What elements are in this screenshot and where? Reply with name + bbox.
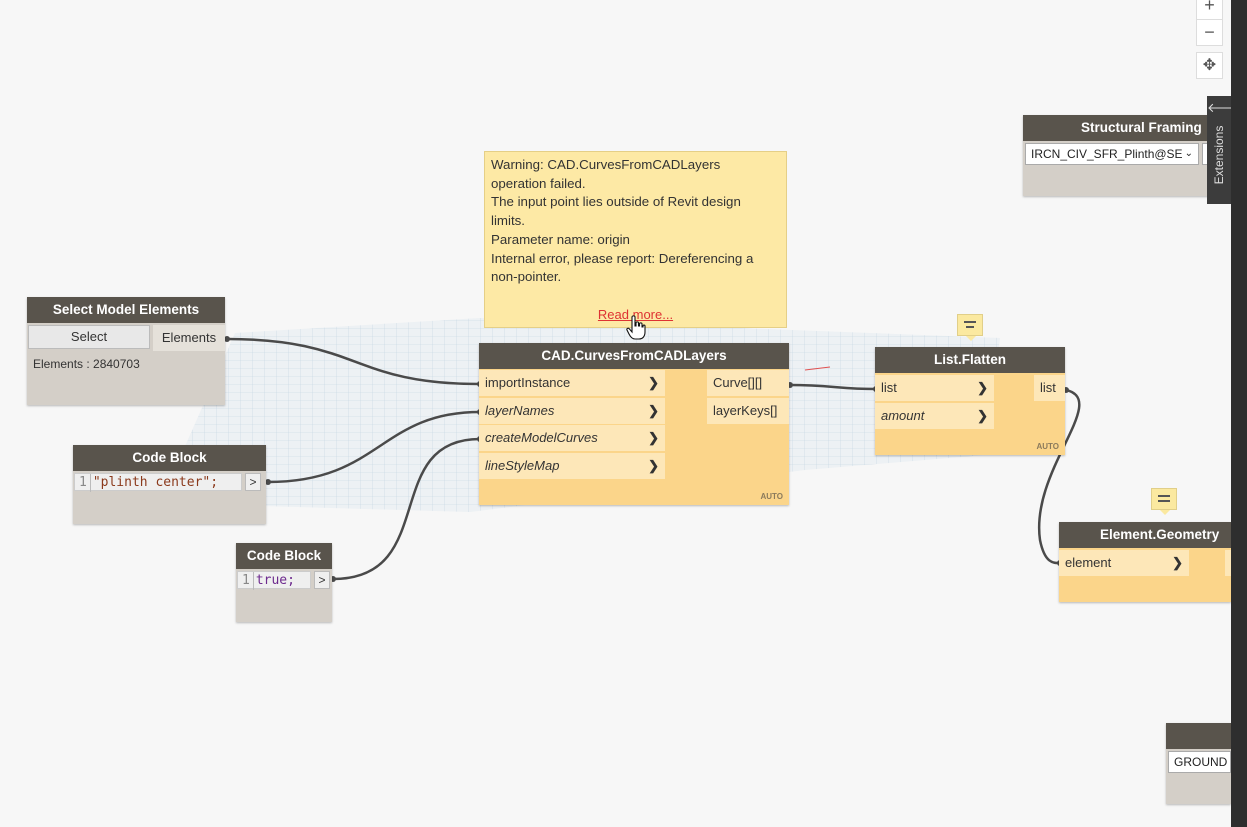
hand-cursor-icon [626, 315, 646, 340]
port-label: list [881, 380, 897, 395]
code-block-node-1[interactable]: Code Block 1"plinth center"; > [73, 445, 266, 524]
node-title: Select Model Elements [27, 297, 225, 323]
wire-codeblock-to-createcurves [332, 437, 481, 581]
zoom-in-button[interactable]: + [1196, 0, 1223, 19]
window-edge [1231, 0, 1247, 827]
read-more-link[interactable]: Read more... [597, 307, 674, 322]
extensions-tab[interactable]: 🡐 Extensions [1207, 96, 1242, 204]
chevron-right-icon: ❯ [977, 408, 988, 423]
chevron-right-icon: ❯ [648, 375, 659, 390]
output-port-elements[interactable]: Elements [153, 325, 225, 351]
cad-curves-from-cad-layers-node[interactable]: CAD.CurvesFromCADLayers importInstance❯ … [479, 343, 789, 505]
output-port[interactable]: > [314, 571, 330, 589]
node-title: Code Block [236, 543, 332, 569]
input-port-element[interactable]: element ❯ [1059, 550, 1189, 576]
port-label: layerNames [485, 403, 555, 418]
chevron-right-icon: ❯ [648, 430, 659, 445]
port-label: element [1065, 555, 1112, 570]
level-node[interactable]: GROUND [1166, 723, 1231, 804]
wire-flatten-to-geometry [1037, 388, 1081, 565]
note-icon[interactable] [957, 314, 983, 341]
warning-line: Parameter name: origin [491, 231, 630, 247]
lacing-label: AUTO [1036, 442, 1059, 451]
input-port-list[interactable]: list ❯ [875, 375, 994, 401]
warning-line: Warning: CAD.CurvesFromCADLayers [491, 157, 721, 172]
node-title: CAD.CurvesFromCADLayers [479, 343, 789, 369]
zoom-out-button[interactable]: − [1196, 19, 1223, 46]
warning-line: operation failed. [491, 175, 586, 191]
structural-framing-node[interactable]: Structural Framing IRCN_CIV_SFR_Plinth@S… [1023, 115, 1231, 196]
input-port-layer-names[interactable]: layerNames ❯ [479, 398, 665, 424]
list-flatten-node[interactable]: List.Flatten list ❯ amount ❯ list AUTO [875, 347, 1065, 455]
extensions-label: Extensions [1212, 125, 1226, 185]
port-label: importInstance [485, 375, 571, 390]
chevron-down-icon: ⌄ [1184, 148, 1193, 159]
select-button[interactable]: Select [28, 325, 150, 349]
output-port-layer-keys[interactable]: layerKeys[] [707, 398, 789, 424]
code-editor[interactable]: 1"plinth center"; [74, 473, 242, 492]
pan-button[interactable]: ✥ [1196, 52, 1223, 79]
input-port-create-model-curves[interactable]: createModelCurves ❯ [479, 425, 665, 451]
node-title: Element.Geometry [1059, 522, 1231, 548]
warning-line: limits. [491, 213, 525, 229]
input-port-line-style-map[interactable]: lineStyleMap ❯ [479, 453, 665, 479]
family-type-dropdown[interactable]: IRCN_CIV_SFR_Plinth@SE ⌄ [1025, 143, 1199, 165]
elements-count-label: Elements : 2840703 [33, 357, 140, 371]
output-port-curves[interactable]: Curve[][] [707, 370, 789, 396]
input-port-import-instance[interactable]: importInstance ❯ [479, 370, 665, 396]
input-port-amount[interactable]: amount ❯ [875, 403, 994, 429]
warning-line: The input point lies outside of Revit de… [491, 194, 741, 210]
chevron-right-icon: ❯ [648, 458, 659, 473]
wire-elements-to-import [226, 337, 481, 386]
element-geometry-node[interactable]: Element.Geometry element ❯ [1059, 522, 1231, 602]
warning-tooltip: Warning: CAD.CurvesFromCADLayers operati… [484, 151, 787, 328]
dropdown-value: GROUND [1174, 755, 1228, 769]
node-title: List.Flatten [875, 347, 1065, 373]
level-dropdown[interactable]: GROUND [1168, 751, 1231, 773]
port-label: lineStyleMap [485, 458, 560, 473]
code-text[interactable]: true; [255, 573, 295, 588]
chevron-right-icon: ❯ [977, 380, 988, 395]
output-port[interactable]: > [245, 473, 261, 491]
warning-line: non-pointer. [491, 269, 562, 285]
line-number: 1 [75, 474, 91, 492]
port-label: createModelCurves [485, 430, 598, 445]
node-title: Code Block [73, 445, 266, 471]
zoom-controls: + − ✥ [1196, 0, 1224, 79]
output-port-list[interactable]: list [1034, 375, 1065, 401]
chevron-right-icon: ❯ [648, 403, 659, 418]
note-icon[interactable] [1151, 488, 1177, 515]
lacing-label: AUTO [760, 492, 783, 501]
output-port[interactable] [1225, 550, 1231, 576]
node-title: Structural Framing [1023, 115, 1231, 141]
port-label: amount [881, 408, 925, 423]
chevron-right-icon: ❯ [1172, 555, 1183, 570]
select-model-elements-node[interactable]: Select Model Elements Select Elements El… [27, 297, 225, 405]
line-number: 1 [238, 572, 254, 590]
node-title [1166, 723, 1231, 749]
wire-codeblock-to-layernames [267, 410, 481, 484]
dropdown-value: IRCN_CIV_SFR_Plinth@SE [1031, 147, 1183, 161]
warning-line: Internal error, please report: Dereferen… [491, 250, 754, 266]
code-text[interactable]: "plinth center"; [92, 475, 219, 490]
wire-curves-to-flatten [789, 383, 877, 391]
